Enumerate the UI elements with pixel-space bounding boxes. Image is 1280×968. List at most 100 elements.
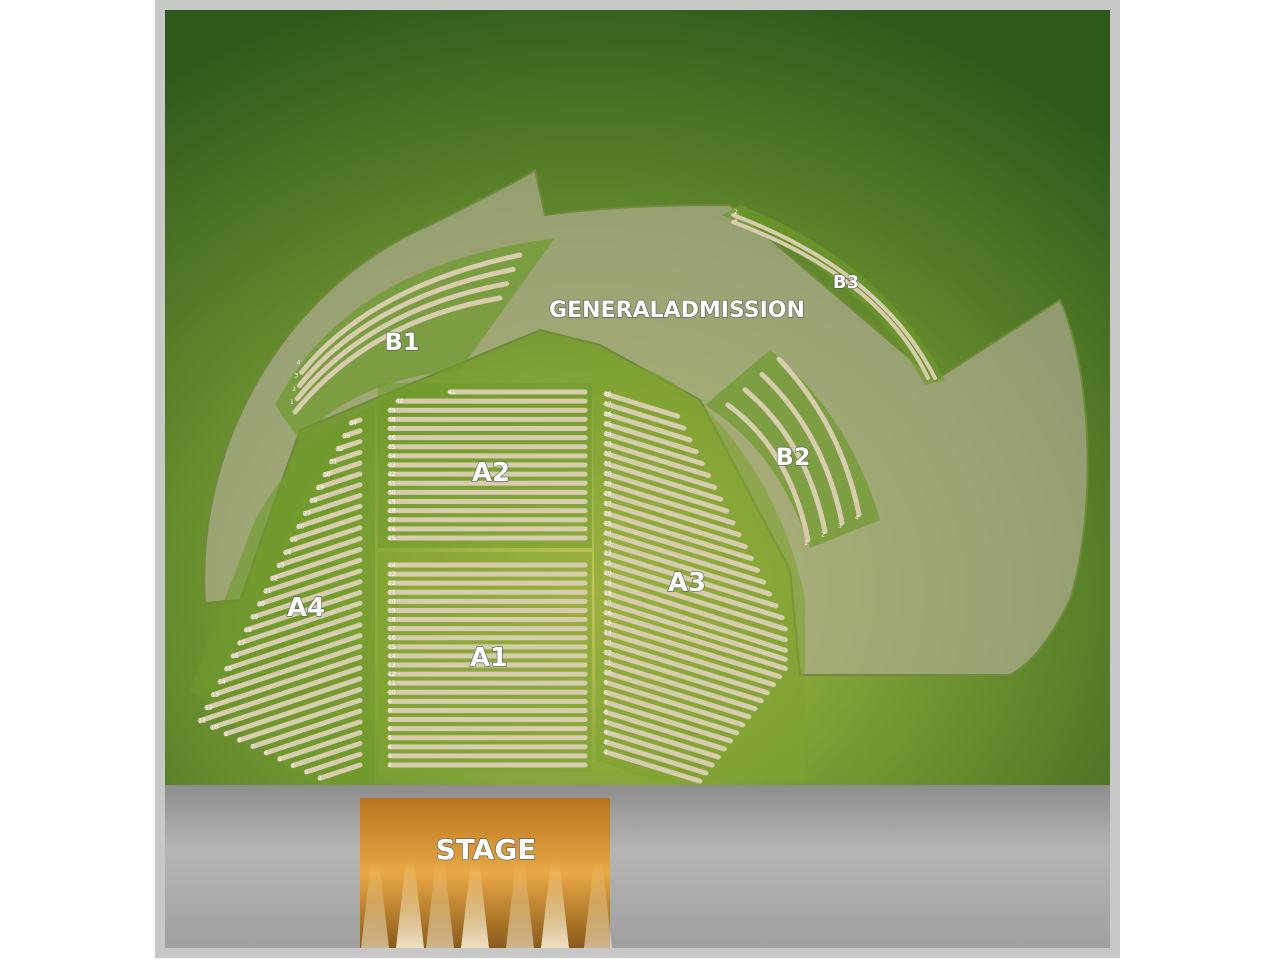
seat-row-a3-23[interactable] (603, 540, 773, 597)
row-number: 6 (264, 750, 268, 757)
seat-row-a3-14[interactable] (603, 630, 776, 688)
seat-row-b1-3[interactable] (296, 266, 516, 389)
seat-row-a4-16[interactable] (230, 611, 363, 659)
seat-row-a4-9[interactable] (223, 687, 363, 737)
seat-row-a4-2[interactable] (317, 762, 363, 781)
seat-row-a4-3[interactable] (304, 751, 363, 775)
seat-row-b2-2[interactable] (742, 387, 828, 534)
seat-row-a4-20[interactable] (256, 568, 363, 607)
seat-row-a3-27[interactable] (603, 500, 748, 550)
row-number: 6 (388, 726, 392, 733)
seat-row-a3-11[interactable] (603, 660, 758, 712)
seat-row-a4-12[interactable] (204, 654, 363, 711)
seat-row-a3-33[interactable] (603, 441, 711, 479)
seat-row-a4-21[interactable] (263, 557, 363, 594)
seat-row-a4-27[interactable] (302, 492, 363, 517)
seat-row-a3-22[interactable] (603, 550, 779, 609)
seat-row-a3-17[interactable] (603, 600, 788, 662)
seat-row-b2-1[interactable] (725, 402, 811, 543)
seat-row-a4-31[interactable] (329, 449, 363, 465)
seat-row-a4-19[interactable] (250, 579, 363, 620)
seat-row-a4-24[interactable] (283, 525, 363, 555)
seat-row-a3-20[interactable] (603, 570, 788, 632)
row-number: 3 (604, 739, 608, 746)
seat-row-a4-10[interactable] (210, 676, 363, 730)
section-label-a1: A1 (470, 643, 508, 673)
seat-row-a3-24[interactable] (603, 530, 767, 585)
seat-row-a3-15[interactable] (603, 620, 783, 680)
seat-row-a3-4[interactable] (603, 729, 715, 768)
row-number: 30 (604, 471, 612, 478)
seat-row-b3-2[interactable] (731, 213, 937, 380)
seat-row-a4-23[interactable] (276, 536, 363, 568)
seat-row-a4-29[interactable] (315, 471, 363, 491)
seat-row-a3-36[interactable] (603, 411, 693, 443)
seat-row-a3-30[interactable] (603, 471, 730, 514)
section-label-b1: B1 (385, 328, 420, 356)
row-number: 25 (604, 520, 612, 527)
seat-row-a4-32[interactable] (335, 439, 363, 452)
seat-row-a3-37[interactable] (603, 401, 687, 431)
seat-row-b2-3[interactable] (759, 371, 845, 526)
row-number: 1 (290, 399, 294, 406)
seat-row-b3-1[interactable] (731, 220, 930, 380)
seat-row-a3-25[interactable] (603, 520, 760, 573)
seat-row-a3-8[interactable] (603, 689, 740, 736)
seat-row-a3-34[interactable] (603, 431, 705, 467)
seat-row-a4-33[interactable] (342, 428, 363, 439)
seat-row-a4-17[interactable] (237, 600, 363, 646)
seat-row-a4-15[interactable] (224, 622, 363, 672)
spotlight-beam (506, 860, 534, 948)
seat-row-a4-26[interactable] (296, 503, 363, 529)
seat-row-a3-21[interactable] (603, 560, 785, 621)
seat-row-b1-1[interactable] (292, 295, 503, 415)
seat-row-a3-19[interactable] (603, 580, 788, 643)
seat-row-b2-4[interactable] (776, 356, 862, 517)
seat-row-a3-16[interactable] (603, 610, 788, 672)
seat-row-a3-3[interactable] (603, 739, 709, 776)
seat-row-a3-31[interactable] (603, 461, 724, 502)
seat-row-a3-13[interactable] (603, 640, 770, 696)
seat-row-a4-22[interactable] (269, 546, 363, 581)
seat-row-a4-25[interactable] (289, 514, 363, 542)
seat-row-a4-5[interactable] (277, 730, 363, 762)
seat-row-a4-14[interactable] (217, 633, 363, 685)
spotlight-beam (361, 860, 389, 948)
seat-row-a4-34[interactable] (348, 417, 363, 426)
row-number: 20 (388, 598, 396, 605)
row-number: 14 (604, 630, 612, 637)
seat-row-b1-2[interactable] (294, 281, 510, 402)
row-number: 16 (604, 610, 612, 617)
seat-row-a3-38[interactable] (603, 391, 681, 419)
seat-row-a3-18[interactable] (603, 590, 788, 653)
seat-row-a4-7[interactable] (250, 708, 363, 749)
seat-row-a3-35[interactable] (603, 421, 699, 455)
row-number: 21 (604, 560, 612, 567)
seat-row-a3-12[interactable] (603, 650, 764, 704)
seat-row-a3-28[interactable] (603, 490, 742, 538)
seat-row-b1-4[interactable] (299, 252, 523, 375)
stage: STAGE (360, 798, 612, 948)
seat-row-a4-8[interactable] (236, 697, 363, 743)
seat-row-a4-6[interactable] (263, 719, 363, 756)
seat-row-a4-11[interactable] (197, 665, 363, 724)
row-number: 24 (284, 549, 292, 556)
seat-row-a3-10[interactable] (603, 669, 752, 720)
seat-row-a3-29[interactable] (603, 481, 736, 526)
seat-row-a4-30[interactable] (322, 460, 363, 478)
section-label-b2: B2 (776, 443, 811, 471)
seat-row-a3-9[interactable] (603, 679, 746, 728)
seat-row-a4-4[interactable] (290, 740, 363, 769)
seat-row-a3-5[interactable] (603, 719, 721, 760)
row-number: 36 (604, 411, 612, 418)
seat-row-a4-13[interactable] (210, 643, 363, 698)
seat-row-a3-32[interactable] (603, 451, 718, 490)
row-number: 9 (388, 698, 392, 705)
row-number: 3 (294, 373, 298, 380)
seat-row-a4-18[interactable] (243, 590, 363, 633)
seat-row-a3-2[interactable] (603, 749, 703, 784)
seat-row-a3-26[interactable] (603, 510, 754, 561)
seat-row-a3-6[interactable] (603, 709, 727, 752)
seat-row-a3-7[interactable] (603, 699, 734, 744)
seat-row-a4-28[interactable] (309, 482, 363, 504)
